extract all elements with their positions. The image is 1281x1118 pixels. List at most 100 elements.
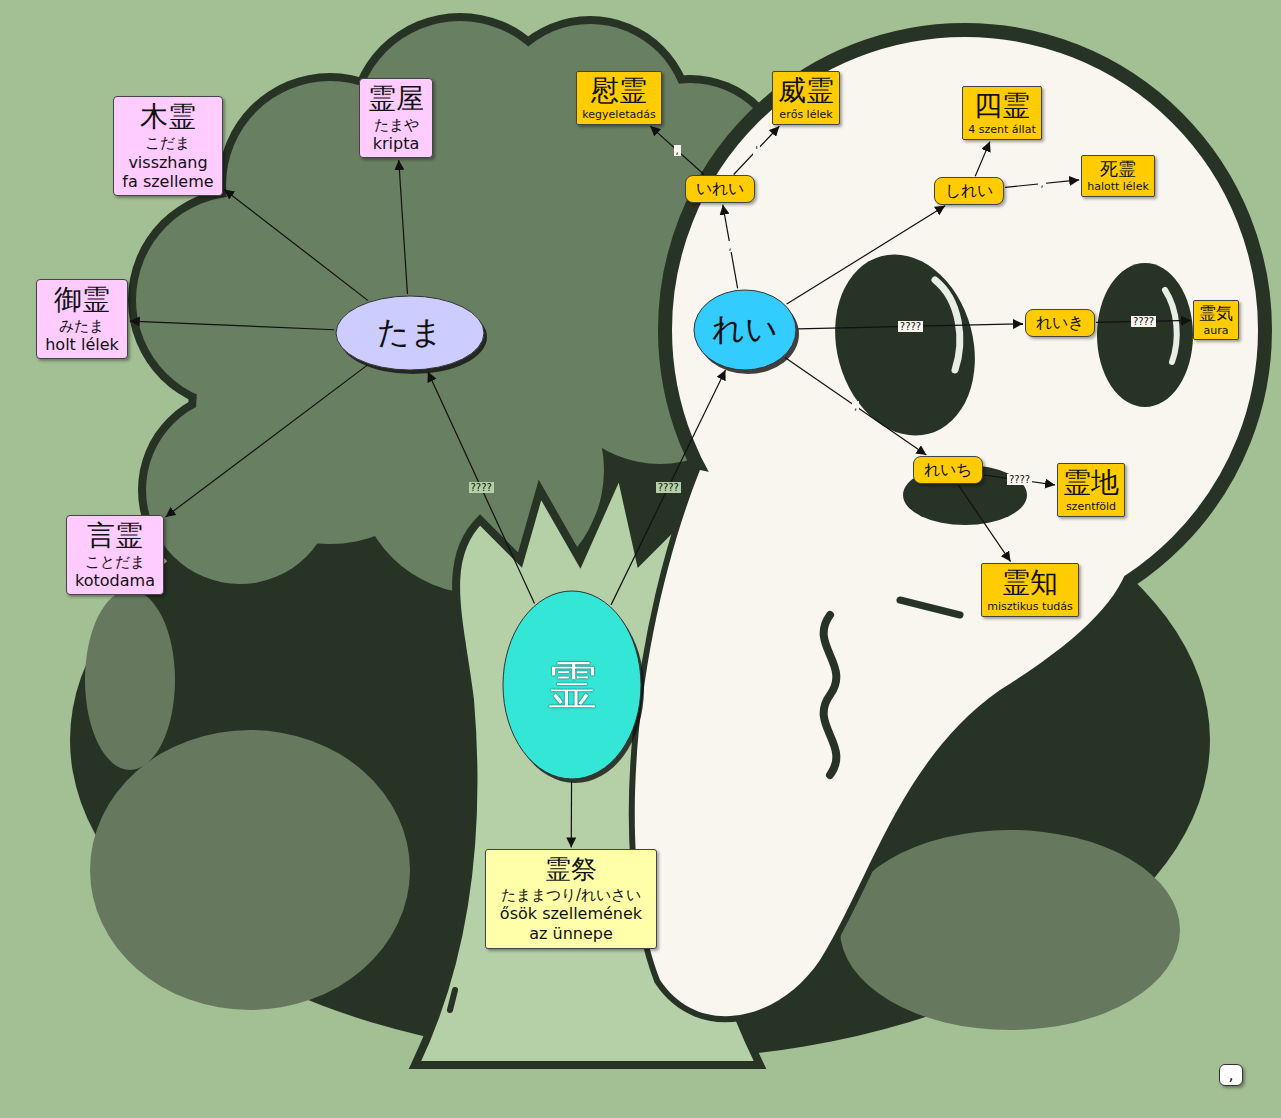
- connector-arrow: [723, 205, 738, 289]
- edge-label: ????: [656, 482, 681, 493]
- reading-box: 言霊ことだまkotodama: [66, 515, 164, 595]
- reading-ellipse: 霊: [502, 590, 642, 780]
- node-title: れいち: [924, 460, 972, 480]
- ghost-eye: [816, 239, 995, 452]
- node-title: 霊: [547, 655, 597, 716]
- node-title: しれい: [945, 181, 993, 201]
- node-title: 木霊: [122, 100, 213, 134]
- connector-arrow: [984, 475, 1055, 485]
- connector-arrow: [224, 189, 368, 300]
- node-title: 霊祭: [496, 854, 646, 886]
- node-text: kegyeletadás: [582, 108, 655, 121]
- node-title: 霊気: [1199, 303, 1233, 324]
- node-text: ősök szellemének az ünnepe: [496, 904, 646, 943]
- reading-box: 木霊こだまvisszhangfa szelleme: [113, 96, 222, 195]
- node-text: ことだま: [75, 553, 155, 571]
- ellipse-fill: [336, 296, 484, 370]
- connector-arrow: [958, 485, 1011, 562]
- node-text: みたま: [45, 317, 119, 335]
- node-title: 死霊: [1087, 158, 1149, 180]
- edge-label: ????: [469, 482, 494, 493]
- meaning-box: 霊地szentföld: [1057, 463, 1125, 517]
- trunk-dash: [450, 990, 455, 1010]
- connector-arrow: [428, 372, 535, 604]
- reading-ellipse: たま: [335, 295, 485, 371]
- node-text: szentföld: [1063, 500, 1119, 513]
- node-title: 御霊: [45, 283, 119, 317]
- connector-arrow: [787, 206, 945, 304]
- connector-arrow: [650, 126, 704, 174]
- connector-arrow: [571, 781, 573, 847]
- node-text: fa szelleme: [122, 172, 213, 192]
- meaning-box: 霊知misztikus tudás: [981, 563, 1079, 617]
- edge-label: ????: [1007, 474, 1032, 485]
- node-title: 霊屋: [368, 82, 424, 116]
- reading-pill: しれい: [934, 177, 1004, 205]
- meaning-box: 四霊4 szent állat: [962, 86, 1041, 140]
- ellipse-fill: [694, 290, 796, 370]
- connector-arrow: [734, 126, 780, 174]
- node-text: halott lélek: [1087, 180, 1149, 193]
- node-text: kripta: [368, 134, 424, 154]
- node-title: 言霊: [75, 519, 155, 553]
- meaning-box: 慰霊kegyeletadás: [576, 71, 661, 125]
- reading-box: 御霊みたまholt lélek: [36, 279, 128, 359]
- festival-box: 霊祭たままつり/れいさいősök szellemének az ünnepe: [485, 849, 657, 948]
- eye-highlight: [1165, 290, 1177, 362]
- node-text: たままつり/れいさい: [496, 886, 646, 904]
- node-title: 霊地: [1063, 466, 1119, 500]
- ghost-wisp: [824, 615, 837, 775]
- node-text: 4 szent állat: [968, 123, 1035, 136]
- meaning-box: 威霊erős lélek: [772, 71, 840, 125]
- edge-label: ,: [852, 401, 859, 412]
- meaning-box: 死霊halott lélek: [1081, 155, 1155, 196]
- crown-part: [146, 396, 334, 584]
- node-text: たまや: [368, 116, 424, 134]
- reading-pill: れいち: [913, 456, 983, 484]
- node-title: たま: [377, 313, 443, 352]
- ellipse-fill: [503, 591, 641, 779]
- node-title: 四霊: [968, 89, 1035, 123]
- corner-box: ,: [1219, 1064, 1242, 1086]
- connector-arrow: [130, 321, 334, 330]
- trunk-dash: [468, 700, 469, 722]
- edge-label: ????: [1131, 316, 1156, 327]
- edge-label: ': [753, 145, 760, 156]
- meaning-box: 霊気aura: [1193, 300, 1239, 340]
- reading-box: 霊屋たまやkripta: [359, 78, 433, 158]
- reading-ellipse: れい: [693, 289, 797, 371]
- node-title: 威霊: [778, 74, 834, 108]
- node-text: kotodama: [75, 571, 155, 591]
- reading-pill: れいき: [1025, 309, 1095, 337]
- ghost-tail-fill: [635, 470, 1130, 1016]
- node-title: 慰霊: [582, 74, 655, 108]
- trunk-dash: [462, 640, 464, 660]
- connector-arrow: [611, 370, 725, 605]
- node-text: erős lélek: [778, 108, 834, 121]
- ring-patch: [90, 730, 410, 1010]
- node-text: aura: [1199, 324, 1233, 337]
- reading-pill: いれい: [685, 175, 755, 203]
- trunk-dash: [467, 770, 473, 792]
- ghost-brow: [900, 600, 960, 615]
- ring-patch: [840, 830, 1180, 1030]
- connector-arrow: [785, 358, 926, 456]
- edge-label: ????: [898, 321, 923, 332]
- node-text: こだま: [122, 134, 213, 152]
- node-title: れい: [712, 310, 778, 349]
- ring-patch: [85, 590, 175, 770]
- edge-label: ,: [1038, 178, 1045, 189]
- node-text: holt lélek: [45, 335, 119, 355]
- node-text: misztikus tudás: [987, 600, 1073, 613]
- ghost-eye: [1097, 263, 1193, 407]
- connector-arrow: [166, 365, 368, 517]
- connector-arrow: [399, 160, 408, 294]
- node-text: visszhang: [122, 153, 213, 173]
- edge-label: ,: [727, 241, 734, 252]
- node-title: いれい: [696, 179, 744, 199]
- node-title: 霊知: [987, 566, 1073, 600]
- connector-arrow: [975, 142, 990, 177]
